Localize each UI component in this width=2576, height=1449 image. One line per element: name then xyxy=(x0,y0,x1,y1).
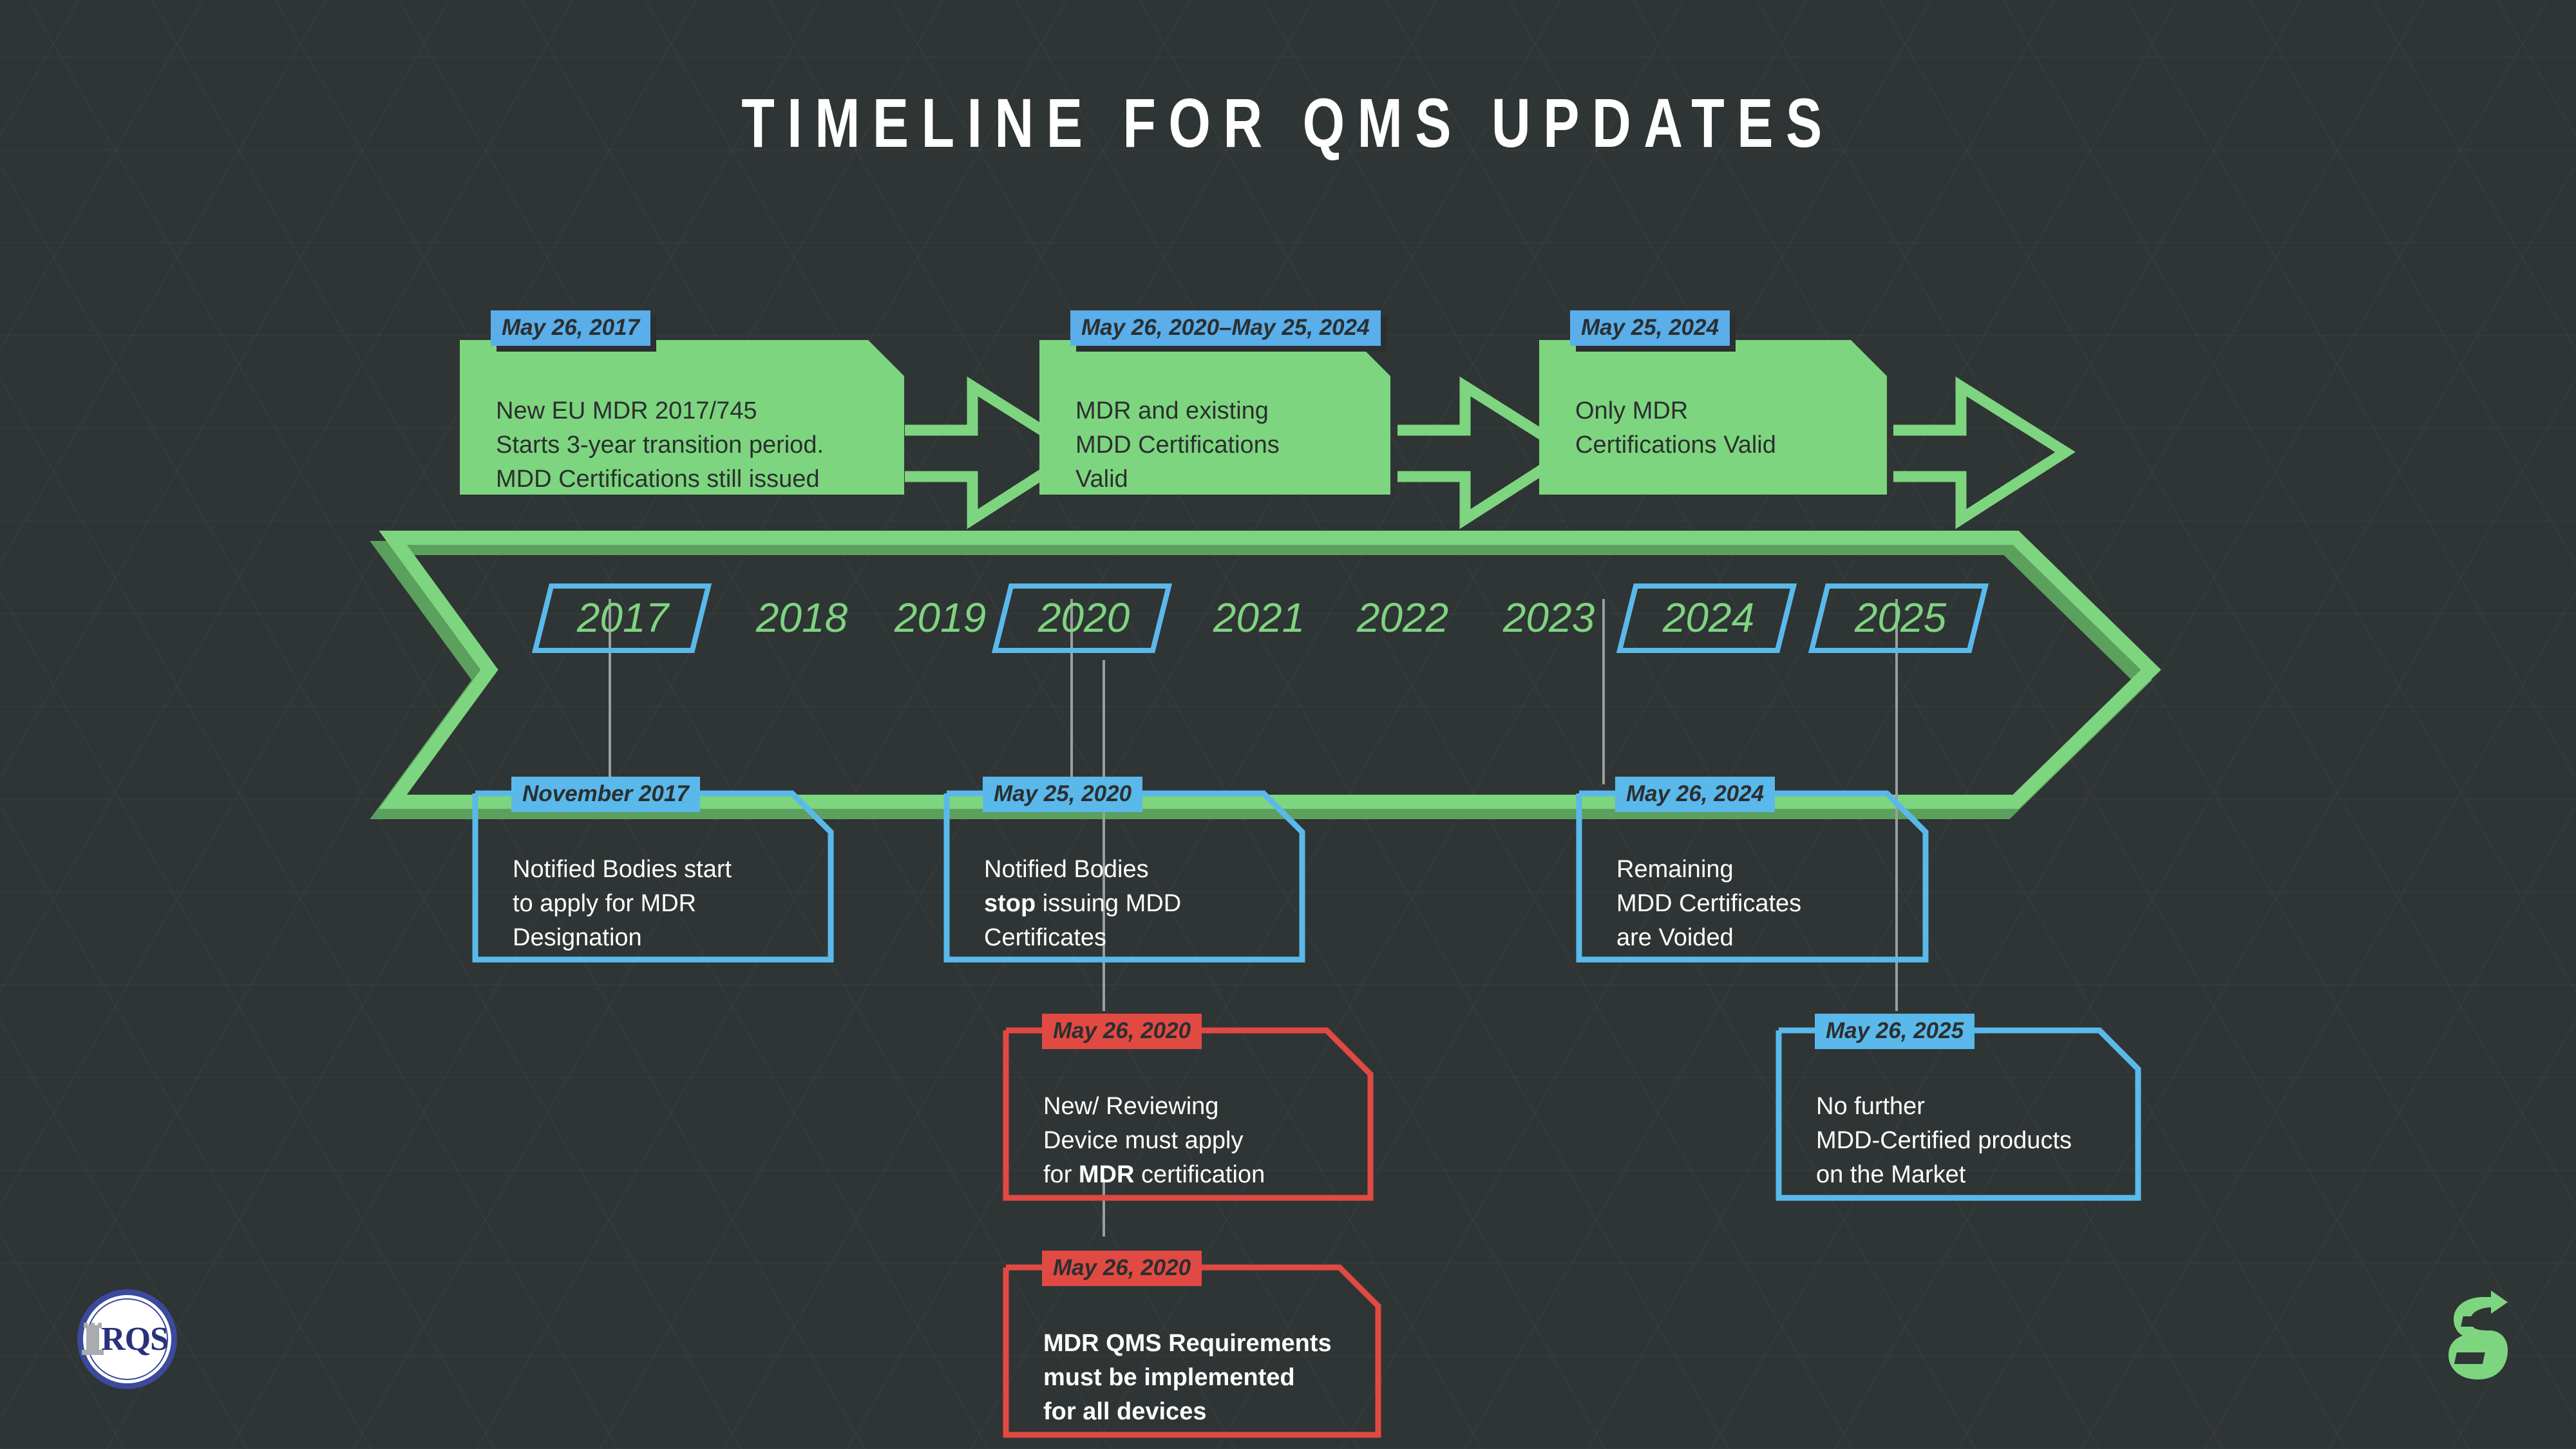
card-frame-may-26-2020-red-lower xyxy=(1003,1264,1381,1438)
rook-icon xyxy=(82,1327,104,1355)
g-logo-notch-top xyxy=(2461,1316,2492,1327)
card-body-text: MDR and existing MDD Certifications Vali… xyxy=(1075,397,1280,493)
card-may-26-2025[interactable]: May 26, 2025 No further MDD-Certified pr… xyxy=(1779,1014,2138,1198)
card-frame-may-26-2024 xyxy=(1576,790,1929,963)
year-label-2021[interactable]: 2021 xyxy=(1213,594,1305,641)
card-date-tag: May 25, 2024 xyxy=(1570,310,1730,346)
card-may-26-2020-qms-requirements[interactable]: May 26, 2020 MDR QMS Requirements must b… xyxy=(1006,1251,1378,1435)
card-frame-may-26-2025 xyxy=(1776,1027,2141,1201)
year-label-2018[interactable]: 2018 xyxy=(755,594,848,641)
card-body-text: Only MDR Certifications Valid xyxy=(1575,397,1776,459)
card-body-text: Notified Bodies stop issuing MDD Certifi… xyxy=(984,856,1182,951)
card-date-tag: November 2017 xyxy=(511,777,700,812)
year-label-2019[interactable]: 2019 xyxy=(894,594,987,641)
card-body-text: New EU MDR 2017/745 Starts 3-year transi… xyxy=(496,397,824,493)
year-label-2020[interactable]: 2020 xyxy=(1037,594,1130,641)
year-label-2017[interactable]: 2017 xyxy=(576,594,669,641)
card-body-text: MDR QMS Requirements must be implemented… xyxy=(1043,1330,1332,1425)
card-may-25-2024[interactable]: May 25, 2024 Only MDR Certifications Val… xyxy=(1539,310,1887,495)
card-frame-may-25-2020 xyxy=(943,790,1305,963)
card-body-text: New/ Reviewing Device must apply for MDR… xyxy=(1043,1093,1265,1188)
card-may-26-2020-new-reviewing[interactable]: May 26, 2020 New/ Reviewing Device must … xyxy=(1006,1014,1370,1198)
card-date-tag: May 26, 2020 xyxy=(1042,1014,1202,1049)
card-plate xyxy=(1539,340,1887,495)
chevron-connector-3 xyxy=(1893,376,2076,529)
card-date-tag: May 26, 2017 xyxy=(491,310,651,346)
year-label-2023[interactable]: 2023 xyxy=(1502,594,1595,641)
card-may-26-2024[interactable]: May 26, 2024 Remaining MDD Certificates … xyxy=(1579,777,1926,960)
card-frame-may-26-2020-red-upper xyxy=(1003,1027,1374,1201)
year-label-2025[interactable]: 2025 xyxy=(1854,594,1947,641)
card-date-tag: May 25, 2020 xyxy=(983,777,1143,812)
rqs-logo[interactable]: RQS xyxy=(77,1289,177,1389)
card-may-25-2020[interactable]: May 25, 2020 Notified Bodies stop issuin… xyxy=(947,777,1302,960)
year-label-2024[interactable]: 2024 xyxy=(1662,594,1755,641)
card-date-tag: May 26, 2020 xyxy=(1042,1251,1202,1286)
card-may-26-2020-may-25-2024[interactable]: May 26, 2020–May 25, 2024 MDR and existi… xyxy=(1039,310,1390,495)
card-date-tag: May 26, 2024 xyxy=(1615,777,1776,812)
card-date-tag: May 26, 2025 xyxy=(1815,1014,1975,1049)
card-plate xyxy=(1039,340,1390,495)
g-logo-shape xyxy=(2448,1291,2508,1379)
card-body-text: Notified Bodies start to apply for MDR D… xyxy=(513,856,732,951)
timeline-banner xyxy=(379,531,2161,809)
page-title: TIMELINE FOR QMS UPDATES xyxy=(741,84,1835,162)
year-label-2022[interactable]: 2022 xyxy=(1356,594,1449,641)
greenlight-guru-logo[interactable] xyxy=(2441,1288,2518,1385)
g-logo-notch-bottom xyxy=(2454,1352,2485,1364)
timeline-banner-shadow xyxy=(370,541,2152,819)
card-date-tag: May 26, 2020–May 25, 2024 xyxy=(1070,310,1381,346)
card-body-text: No further MDD-Certified products on the… xyxy=(1816,1093,2072,1188)
card-frame-november-2017 xyxy=(472,790,834,963)
card-november-2017[interactable]: November 2017 Notified Bodies start to a… xyxy=(475,777,831,960)
card-may-26-2017[interactable]: May 26, 2017 New EU MDR 2017/745 Starts … xyxy=(460,310,904,495)
card-body-text: Remaining MDD Certificates are Voided xyxy=(1616,856,1802,951)
card-plate xyxy=(460,340,904,495)
